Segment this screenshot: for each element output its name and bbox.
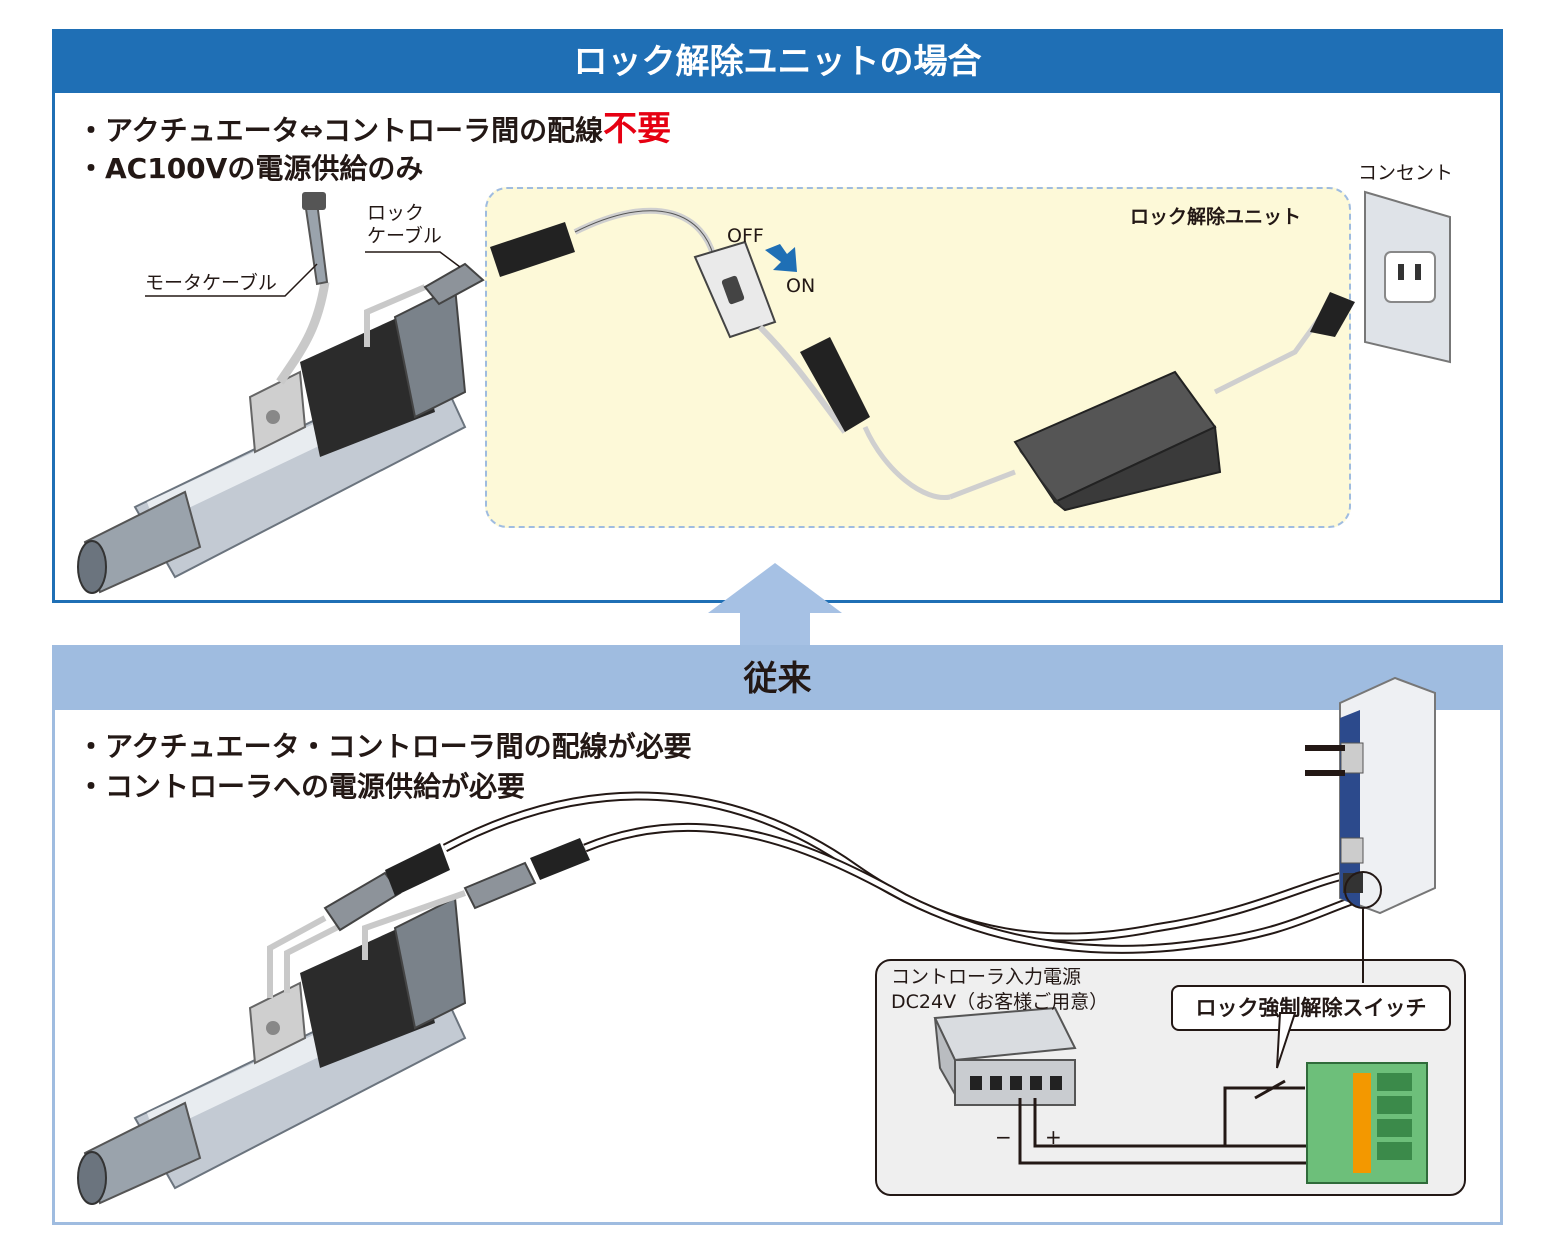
lock-cable-label-line2: ケーブル bbox=[367, 225, 442, 247]
top-diagram-illustration bbox=[77, 190, 1451, 594]
switch-on-label: ON bbox=[786, 275, 816, 297]
ac-adapter bbox=[1013, 370, 1222, 512]
lock-release-unit-panel: ロック解除ユニットの場合 ・アクチュエータ⇔コントローラ間の配線不要 ・AC10… bbox=[52, 29, 1503, 603]
conventional-panel: 従来 ・アクチュエータ・コントローラ間の配線が必要 ・コントローラへの電源供給が… bbox=[52, 645, 1503, 1225]
bullet-no-wiring-text: ・アクチュエータ⇔コントローラ間の配線 bbox=[77, 114, 604, 147]
terminal-block bbox=[1306, 1062, 1428, 1184]
minus-terminal-label: − bbox=[995, 1125, 1012, 1149]
lock-cable-label-line1: ロック bbox=[367, 202, 425, 224]
psu-label-line2: DC24V（お客様ご用意） bbox=[891, 991, 1109, 1013]
plus-terminal-label: + bbox=[1045, 1125, 1062, 1149]
bullet-ac100v-only: ・AC100Vの電源供給のみ bbox=[77, 152, 424, 185]
lock-release-unit-label: ロック解除ユニット bbox=[1130, 206, 1302, 228]
bullet-wiring-required: ・アクチュエータ・コントローラ間の配線が必要 bbox=[77, 730, 692, 763]
bullet-no-wiring: ・アクチュエータ⇔コントローラ間の配線不要 bbox=[77, 112, 671, 148]
off-on-arrow bbox=[765, 244, 797, 272]
switch-off-label: OFF bbox=[727, 225, 764, 247]
inline-switch bbox=[693, 240, 777, 339]
controller-device bbox=[1339, 676, 1436, 915]
bullet-power-required: ・コントローラへの電源供給が必要 bbox=[77, 770, 526, 803]
actuator-top bbox=[77, 285, 467, 594]
outlet-label: コンセント bbox=[1358, 162, 1454, 184]
bottom-diagram-illustration bbox=[77, 676, 1436, 1205]
psu-label-line1: コントローラ入力電源 bbox=[891, 966, 1082, 988]
dc24v-power-supply bbox=[933, 1006, 1077, 1106]
lock-force-release-switch-label: ロック強制解除スイッチ bbox=[1171, 985, 1451, 1031]
conventional-title: 従来 bbox=[55, 648, 1500, 710]
no-wiring-emphasis: 不要 bbox=[603, 109, 672, 149]
lock-release-unit-title: ロック解除ユニットの場合 bbox=[55, 32, 1500, 93]
actuator-bottom bbox=[77, 896, 467, 1205]
motor-cable-label: モータケーブル bbox=[145, 272, 277, 294]
wall-outlet-icon bbox=[1364, 190, 1451, 364]
